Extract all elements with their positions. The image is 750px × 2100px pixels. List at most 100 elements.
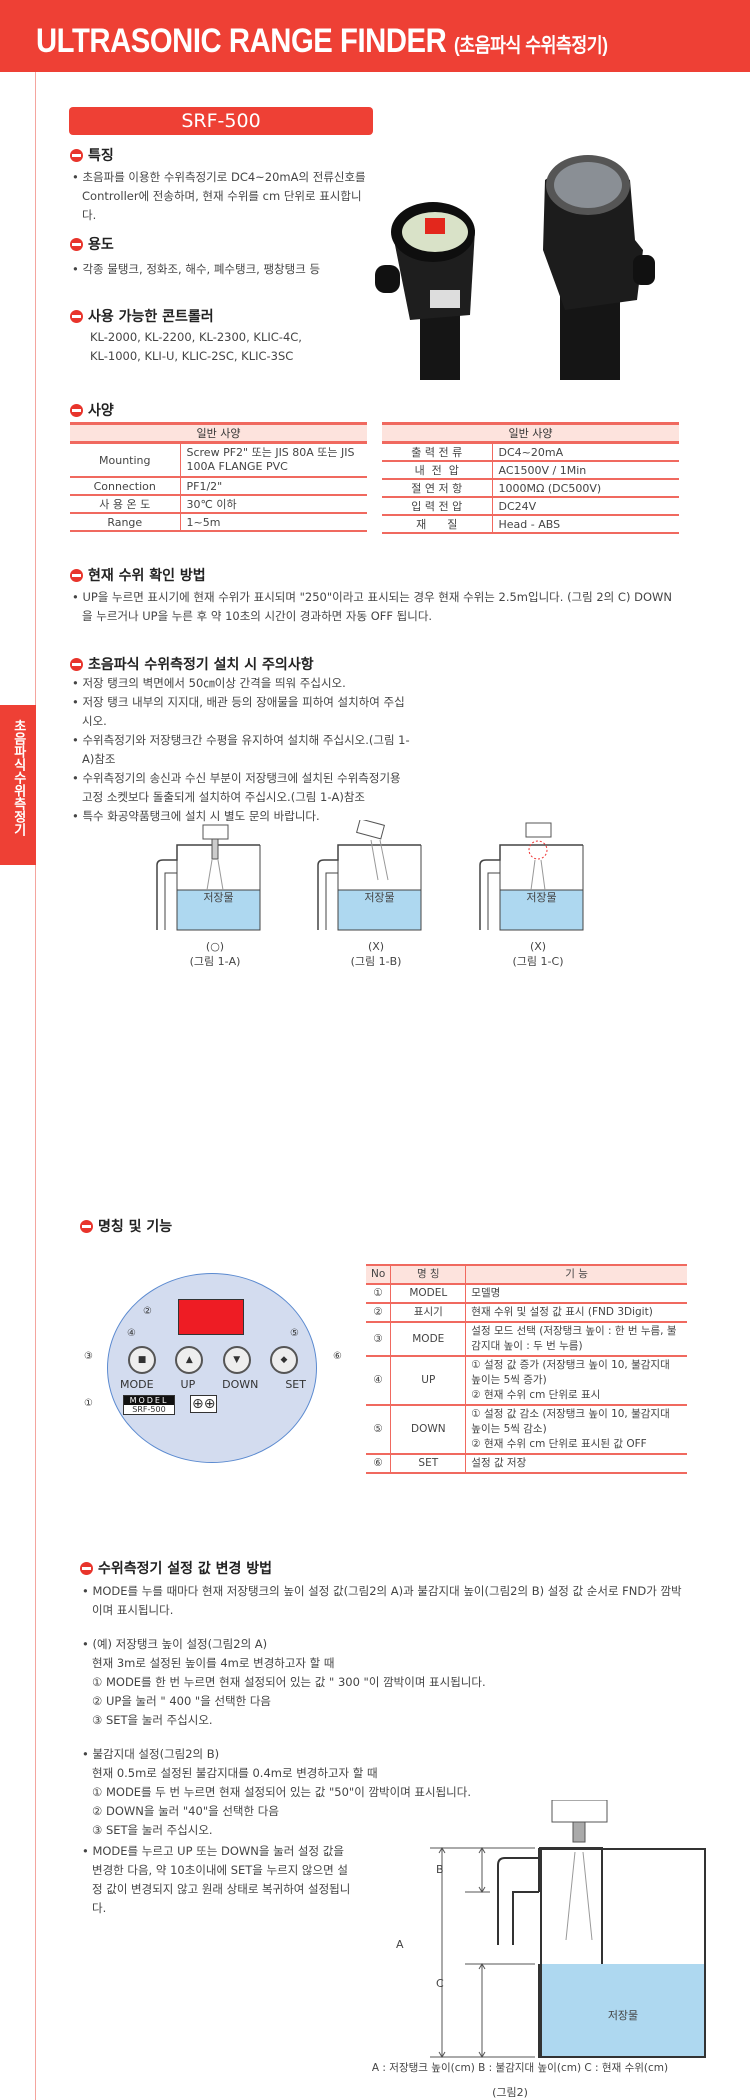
section-usage: 용도	[70, 234, 114, 254]
bullet-text: 각종 물탱크, 정화조, 해수, 폐수탱크, 팽창탱크 등	[82, 262, 321, 276]
figure-mark: (○)	[205, 940, 225, 953]
title-en: ULTRASONIC RANGE FINDER	[36, 22, 447, 60]
dim-a-label: A	[396, 1938, 404, 1951]
features-text: • 초음파를 이용한 수위측정기로 DC4~20mA의 전류신호를 Contro…	[72, 168, 372, 225]
section-controllers: 사용 가능한 콘트롤러	[70, 306, 214, 326]
bullet-text: UP을 누르면 표시기에 현재 수위가 표시되며 "250"이라고 표시되는 경…	[82, 590, 672, 623]
page-header: ULTRASONIC RANGE FINDER (초음파식 수위측정기)	[0, 0, 750, 72]
figure-caption: (그림 1-B)	[350, 955, 402, 968]
figure-caption: (그림 1-C)	[512, 955, 564, 968]
callout-2: ②	[143, 1306, 152, 1317]
model-value: SRF-500	[124, 1405, 174, 1414]
figure-legend: A : 저장탱크 높이(cm) B : 불감지대 높이(cm) C : 현재 수…	[371, 2062, 669, 2074]
bullet-icon	[70, 568, 83, 582]
button-label: SET	[285, 1378, 306, 1391]
figure-1b: 저장물 (X) (그림 1-B)	[316, 818, 436, 969]
figure-mark: (X)	[529, 940, 547, 953]
liquid-label: 저장물	[526, 891, 557, 904]
bullet-text: 저장 탱크 내부의 지지대, 배관 등의 장애물을 피하여 설치하여 주십시오.	[82, 695, 405, 728]
bullet-text: 수위측정기와 저장탱크간 수평을 유지하여 설치해 주십시오.(그림 1-A)참…	[82, 733, 410, 766]
callout-3: ③	[84, 1351, 93, 1362]
check-text: • UP을 누르면 표시기에 현재 수위가 표시되며 "250"이라고 표시되는…	[72, 590, 672, 623]
model-banner: SRF-500	[69, 107, 373, 135]
caution-list: • 저장 탱크의 벽면에서 50㎝이상 간격을 띄워 주십시오. • 저장 탱크…	[72, 676, 410, 823]
dim-b-label: B	[436, 1863, 444, 1876]
button-label: UP	[180, 1378, 196, 1391]
setting-note: • MODE를 누르고 UP 또는 DOWN을 눌러 설정 값을 변경한 다음,…	[82, 1844, 351, 1915]
dim-c-label: C	[436, 1977, 444, 1990]
col-header: 명 칭	[390, 1264, 467, 1285]
title-ko: (초음파식 수위측정기)	[454, 35, 608, 57]
bullet-icon	[70, 657, 83, 671]
page-title: ULTRASONIC RANGE FINDER (초음파식 수위측정기)	[36, 22, 608, 61]
section-check: 현재 수위 확인 방법	[70, 565, 206, 585]
figure-1a: 저장물 (○) (그림 1-A)	[155, 820, 275, 969]
section-setting: 수위측정기 설정 값 변경 방법	[80, 1558, 272, 1578]
section-title: 초음파식 수위측정기 설치 시 주의사항	[88, 657, 314, 673]
figure-1c: 저장물 (X) (그림 1-C)	[478, 820, 598, 969]
section-title: 용도	[88, 237, 114, 253]
table-header: 일반 사양	[382, 422, 679, 444]
tank-outline	[540, 1848, 706, 2058]
bullet-icon	[70, 403, 83, 417]
button-label: MODE	[120, 1378, 154, 1391]
callout-6: ⑥	[333, 1351, 342, 1362]
model-label: MODEL	[124, 1396, 174, 1405]
set-button[interactable]: ◆	[269, 1346, 298, 1374]
bullet-icon	[70, 237, 83, 251]
tank-diagram	[156, 824, 261, 931]
bullet-text: 저장 탱크의 벽면에서 50㎝이상 간격을 띄워 주십시오.	[82, 676, 346, 690]
figure-caption: (그림2)	[492, 2086, 528, 2099]
controller-line: KL-1000, KLI-U, KLIC-2SC, KLIC-3SC	[90, 349, 294, 363]
section-title: 수위측정기 설정 값 변경 방법	[98, 1561, 273, 1577]
fnd-display	[178, 1299, 244, 1335]
paragraph: MODE를 누를 때마다 현재 저장탱크의 높이 설정 값(그림2의 A)과 불…	[92, 1584, 682, 1617]
tank-diagram	[317, 818, 422, 931]
liquid-fill	[542, 1964, 704, 2056]
col-header: 기 능	[465, 1264, 687, 1285]
terminal-screws-icon: ⊕⊕	[190, 1395, 218, 1413]
paragraph: 불감지대 설정(그림2의 B)	[92, 1747, 220, 1761]
bullet-icon	[70, 148, 83, 162]
section-features: 특징	[70, 145, 114, 165]
figure-caption: (그림 1-A)	[189, 955, 241, 968]
liquid-label: 저장물	[607, 2009, 639, 2022]
down-button[interactable]: ▼	[222, 1346, 251, 1374]
section-title: 사양	[88, 403, 114, 419]
left-rule	[35, 72, 36, 2100]
tank-diagram	[479, 822, 584, 931]
bullet-icon	[70, 309, 83, 323]
section-title: 특징	[88, 148, 114, 164]
callout-4: ④	[127, 1328, 136, 1339]
up-button[interactable]: ▲	[175, 1346, 204, 1374]
mode-button[interactable]: ■	[128, 1346, 156, 1374]
callout-5: ⑤	[290, 1328, 299, 1339]
setting-text: • MODE를 누를 때마다 현재 저장탱크의 높이 설정 값(그림2의 A)과…	[82, 1584, 682, 1837]
bullet-text: 특수 화공약품탱크에 설치 시 별도 문의 바랍니다.	[82, 809, 320, 823]
section-caution: 초음파식 수위측정기 설치 시 주의사항	[70, 654, 314, 674]
section-title: 사용 가능한 콘트롤러	[88, 309, 214, 325]
bullet-icon	[80, 1219, 93, 1233]
side-tab[interactable]: 초음파식수위측정기	[0, 705, 36, 865]
table-header: 일반 사양	[70, 422, 367, 444]
product-photo	[375, 140, 695, 380]
bullet-text: 수위측정기의 송신과 수신 부분이 저장탱크에 설치된 수위측정기용 고정 소켓…	[82, 771, 401, 804]
bullet-icon	[80, 1561, 93, 1575]
